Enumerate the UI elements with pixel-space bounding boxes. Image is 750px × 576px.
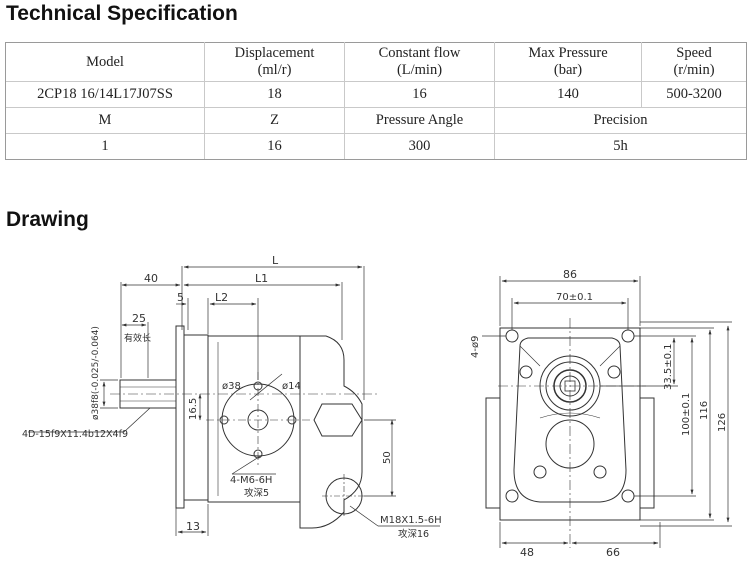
spline-label: 4D-15f9X11.4b12X4f9 xyxy=(22,429,128,440)
table-header-row: M Z Pressure Angle Precision xyxy=(5,107,747,134)
technical-specification-heading: Technical Specification xyxy=(6,2,238,25)
header-z: Z xyxy=(204,107,345,134)
dim-50: 50 xyxy=(382,451,393,464)
dim-L: L xyxy=(272,254,279,267)
spec-table: Model Displacement(ml/r) Constant flow(L… xyxy=(5,42,747,160)
header-pressure-angle: Pressure Angle xyxy=(344,107,495,134)
dim-70: 70±0.1 xyxy=(556,292,593,303)
bolt-hole-bottom-right xyxy=(621,489,635,503)
dim-66: 66 xyxy=(606,546,620,559)
side-lug-left xyxy=(485,397,501,509)
cell-speed: 500-3200 xyxy=(641,81,747,108)
bolt-hole-top-left xyxy=(505,329,519,343)
dim-d38: ø38 xyxy=(222,381,241,392)
dim-5: 5 xyxy=(177,291,184,304)
front-view-labels: 86 70±0.1 4-ø9 33.5±0.1 100±0.1 116 126 … xyxy=(470,268,728,559)
side-lug-right xyxy=(639,397,655,509)
header-model: Model xyxy=(5,42,205,82)
table-header-row: Model Displacement(ml/r) Constant flow(L… xyxy=(5,42,747,82)
dim-L1: L1 xyxy=(255,272,268,285)
flange-outline xyxy=(175,325,185,509)
cell-pressure: 140 xyxy=(494,81,642,108)
cell-displacement: 18 xyxy=(204,81,345,108)
header-m: M xyxy=(5,107,205,134)
dim-16-5: 16.5 xyxy=(188,398,199,420)
dim-40: 40 xyxy=(144,272,158,285)
dim-d14: ø14 xyxy=(282,381,301,392)
front-view xyxy=(485,318,655,548)
dim-48: 48 xyxy=(520,546,534,559)
hex-port-fitting xyxy=(313,403,363,437)
effective-length-label: 有效长 xyxy=(124,332,151,344)
table-row: 1 16 300 5h xyxy=(5,133,747,160)
header-displacement: Displacement(ml/r) xyxy=(204,42,345,82)
front-view-dimensions xyxy=(482,276,714,548)
m18-thread-label: M18X1.5-6H xyxy=(380,515,442,526)
drawing-heading: Drawing xyxy=(6,208,89,231)
header-precision: Precision xyxy=(494,107,747,134)
m18-depth-label: 攻深16 xyxy=(398,528,429,540)
cell-m: 1 xyxy=(5,133,205,160)
side-view xyxy=(28,325,440,529)
pump-body-outline xyxy=(207,335,363,529)
shaft-diameter-label: ø38f8(-0.025/-0.064) xyxy=(91,326,101,420)
header-speed: Speed(r/min) xyxy=(641,42,747,82)
cell-pressure-angle: 300 xyxy=(344,133,495,160)
header-flow: Constant flow(L/min) xyxy=(344,42,495,82)
bolt-hole-top-right xyxy=(621,329,635,343)
dim-13: 13 xyxy=(186,520,200,533)
pump-technical-drawing: L L1 40 5 L2 25 有效长 ø38f8(-0.025/-0.064)… xyxy=(22,254,732,559)
table-row: 2CP18 16/14L17J07SS 18 16 140 500-3200 xyxy=(5,81,747,108)
dim-126: 126 xyxy=(717,413,728,432)
dim-4-d9: 4-ø9 xyxy=(470,336,481,358)
dim-33-5: 33.5±0.1 xyxy=(663,343,674,390)
cell-precision: 5h xyxy=(494,133,747,160)
bolt-hole-bottom-left xyxy=(505,489,519,503)
dim-L2: L2 xyxy=(215,291,228,304)
m6-thread-label: 4-M6-6H xyxy=(230,475,272,486)
header-pressure: Max Pressure(bar) xyxy=(494,42,642,82)
dim-100: 100±0.1 xyxy=(681,393,692,436)
dim-116: 116 xyxy=(699,401,710,420)
side-view-dimensions xyxy=(100,265,396,536)
side-view-labels: L L1 40 5 L2 25 有效长 ø38f8(-0.025/-0.064)… xyxy=(22,254,442,540)
front-body-outline xyxy=(513,337,627,503)
cell-flow: 16 xyxy=(344,81,495,108)
dim-86: 86 xyxy=(563,268,577,281)
cell-model: 2CP18 16/14L17J07SS xyxy=(5,81,205,108)
dim-25: 25 xyxy=(132,312,146,325)
cell-z: 16 xyxy=(204,133,345,160)
m6-depth-label: 攻深5 xyxy=(244,487,269,499)
